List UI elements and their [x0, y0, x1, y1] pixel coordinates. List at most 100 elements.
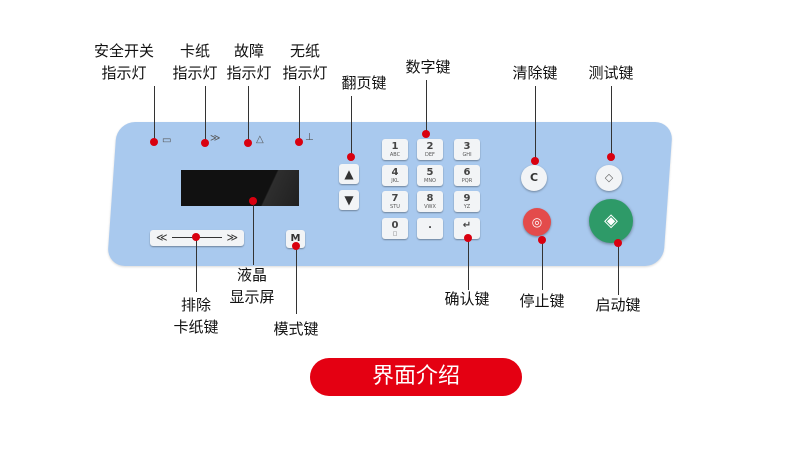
paper-jam-icon: ≫ — [210, 133, 221, 144]
forward-icon: ≫ — [226, 231, 238, 244]
rewind-icon: ≪ — [156, 231, 168, 244]
fault-triangle-icon: △ — [256, 134, 264, 145]
leader-stop — [542, 240, 543, 290]
leader-start — [618, 243, 619, 295]
key-dot-symbol: . — [428, 220, 432, 231]
label-safety-line2: 指示灯 — [101, 64, 147, 82]
label-no-paper: 无纸 指示灯 — [277, 40, 333, 84]
no-paper-icon: ⊥ — [305, 132, 314, 143]
marker-fault — [244, 139, 252, 147]
leader-jam — [205, 86, 206, 143]
label-clear-jam: 排除 卡纸键 — [166, 294, 226, 338]
label-jam-line2: 指示灯 — [172, 64, 218, 82]
page-down-button[interactable]: ▼ — [339, 190, 359, 210]
marker-test — [607, 153, 615, 161]
enter-icon: ↵ — [462, 220, 472, 231]
marker-number — [422, 130, 430, 138]
marker-clear — [531, 157, 539, 165]
marker-mode — [292, 242, 300, 250]
marker-start — [614, 239, 622, 247]
label-lcd-line2: 显示屏 — [229, 288, 275, 306]
label-safety-switch: 安全开关 指示灯 — [89, 40, 159, 84]
label-fault-line1: 故障 — [233, 42, 264, 60]
clear-button[interactable]: C — [521, 165, 547, 191]
stop-button[interactable]: ◎ — [523, 208, 551, 236]
label-nopaper-line2: 指示灯 — [282, 64, 328, 82]
confirm-button[interactable]: ↵ — [454, 218, 480, 239]
key-1-digit: 1 — [391, 141, 399, 152]
key-9-letters: YZ — [463, 204, 471, 210]
leader-fault — [248, 86, 249, 143]
key-7-digit: 7 — [391, 193, 399, 204]
key-6-digit: 6 — [463, 167, 471, 178]
key-3-digit: 3 — [463, 141, 471, 152]
leader-confirm — [468, 238, 469, 290]
section-title-badge: 界面介绍 — [310, 358, 522, 396]
label-fault-line2: 指示灯 — [226, 64, 272, 82]
key-6-letters: PQR — [461, 178, 473, 184]
label-clearjam-line1: 排除 — [180, 296, 211, 314]
label-nopaper-line1: 无纸 — [289, 42, 320, 60]
key-3-letters: GHI — [462, 152, 472, 158]
label-lcd: 液晶 显示屏 — [222, 264, 282, 308]
key-4-digit: 4 — [391, 167, 399, 178]
key-0[interactable]: 0□ — [382, 218, 408, 239]
marker-safety — [150, 138, 158, 146]
label-clearjam-line2: 卡纸键 — [173, 318, 219, 336]
label-clear-key: 清除键 — [512, 64, 558, 82]
key-5-letters: MNO — [424, 178, 436, 184]
key-0-letters: □ — [392, 231, 398, 237]
key-2-digit: 2 — [426, 141, 434, 152]
stop-icon: ◎ — [531, 215, 543, 229]
test-icon: ◇ — [604, 171, 614, 184]
key-5-digit: 5 — [426, 167, 434, 178]
leader-clear — [535, 86, 536, 160]
marker-stop — [538, 236, 546, 244]
safety-indicator-icon: ▭ — [162, 135, 172, 146]
leader-mode — [296, 246, 297, 314]
label-lcd-line1: 液晶 — [236, 266, 267, 284]
key-9-digit: 9 — [463, 193, 471, 204]
lcd-screen — [181, 170, 299, 206]
marker-page-turn — [347, 153, 355, 161]
key-1-letters: ABC — [389, 152, 401, 158]
leader-safety — [154, 86, 155, 142]
label-confirm-key: 确认键 — [444, 290, 490, 308]
page-up-button[interactable]: ▲ — [339, 164, 359, 184]
leader-nopaper — [299, 86, 300, 142]
leader-number — [426, 80, 427, 134]
label-stop-key: 停止键 — [519, 292, 565, 310]
key-dot[interactable]: . — [417, 218, 443, 239]
start-button[interactable]: ◈ — [589, 199, 633, 243]
key-0-digit: 0 — [391, 220, 399, 231]
label-page-turn: 翻页键 — [341, 74, 387, 92]
key-4-letters: JKL — [391, 178, 399, 184]
marker-clear-jam — [192, 233, 200, 241]
mode-button[interactable]: M — [286, 230, 305, 248]
leader-test — [611, 86, 612, 156]
leader-clear-jam — [196, 237, 197, 292]
label-safety-line1: 安全开关 — [93, 42, 154, 60]
key-8-letters: VWX — [424, 204, 436, 210]
marker-jam — [201, 139, 209, 147]
label-start-key: 启动键 — [595, 296, 641, 314]
key-7-letters: STU — [390, 204, 400, 210]
leader-page-turn — [351, 96, 352, 156]
label-jam-line1: 卡纸 — [179, 42, 210, 60]
test-button[interactable]: ◇ — [596, 165, 622, 191]
marker-confirm — [464, 234, 472, 242]
key-2-letters: DEF — [425, 152, 435, 158]
start-icon: ◈ — [604, 210, 618, 231]
label-number-keys: 数字键 — [405, 58, 451, 76]
label-paper-jam: 卡纸 指示灯 — [167, 40, 223, 84]
leader-lcd — [253, 201, 254, 265]
